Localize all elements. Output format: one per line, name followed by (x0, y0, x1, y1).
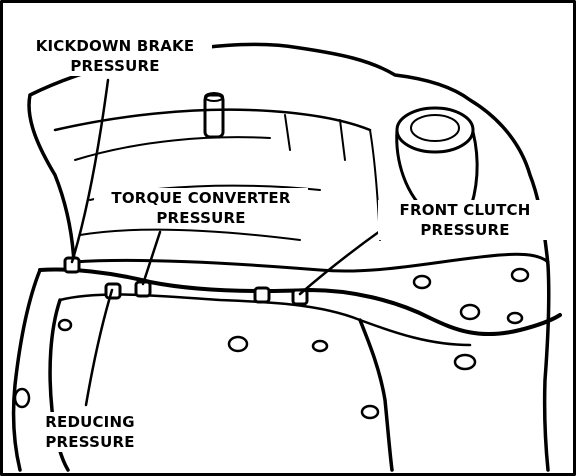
leader-front-clutch (298, 222, 392, 296)
pan-bolts (13, 318, 380, 420)
label-front-clutch-pressure: FRONT CLUTCH PRESSURE (378, 200, 552, 240)
leader-reducing (84, 288, 114, 407)
leader-kickdown (70, 78, 110, 264)
label-torque-line2: PRESSURE (156, 209, 246, 227)
dome-inner (410, 114, 460, 142)
leader-lines (70, 78, 392, 407)
pan-flange-top (38, 267, 562, 337)
label-reducing-pressure: REDUCING PRESSURE (28, 412, 152, 452)
case-bolts (412, 267, 530, 371)
label-front-clutch-line1: FRONT CLUTCH (399, 201, 531, 219)
label-front-clutch-line2: PRESSURE (420, 221, 510, 239)
label-torque-line1: TORQUE CONVERTER (111, 189, 291, 207)
pan-flange-inner (58, 293, 472, 347)
label-kickdown-line1: KICKDOWN BRAKE (35, 37, 195, 55)
case-lower-edge (72, 252, 550, 273)
label-kickdown-line2: PRESSURE (70, 57, 160, 75)
oil-pan (11, 268, 394, 472)
case-upper-arc (53, 108, 372, 132)
case-inner-arc (74, 136, 271, 161)
label-kickdown-brake-pressure: KICKDOWN BRAKE PRESSURE (18, 36, 212, 76)
label-reducing-line2: PRESSURE (45, 433, 135, 451)
stud (203, 93, 225, 139)
stud-top (204, 92, 224, 102)
label-reducing-line1: REDUCING (45, 413, 135, 431)
leader-torque (141, 230, 162, 286)
label-torque-converter-pressure: TORQUE CONVERTER PRESSURE (94, 188, 308, 228)
